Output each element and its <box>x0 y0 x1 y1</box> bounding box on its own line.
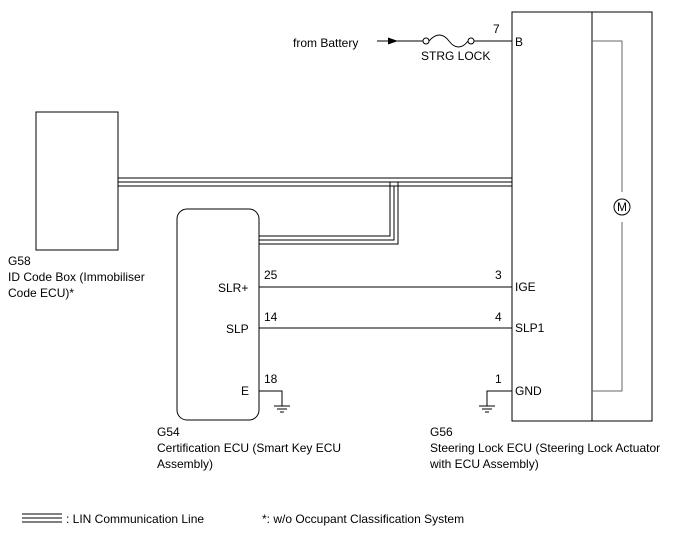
pin-name-slp1: SLP1 <box>515 321 545 335</box>
motor-circuit: M <box>592 40 631 392</box>
ground-gnd: 1 <box>479 372 512 413</box>
ecu-g54-certification-ecu: SLR+ SLP E G54 Certification ECU (Smart … <box>157 208 341 471</box>
motor-label: M <box>617 200 627 214</box>
legend-footnote: *: w/o Occupant Classification System <box>262 512 464 526</box>
lin-communication-line <box>118 177 512 245</box>
battery-feed: from Battery STRG LOCK 7 <box>293 22 512 63</box>
from-battery-label: from Battery <box>293 36 358 50</box>
pin-number-3: 3 <box>495 268 502 282</box>
pin-number-14: 14 <box>264 310 278 324</box>
motor-icon <box>613 198 631 216</box>
ecu-g58-name-line1: ID Code Box (Immobiliser <box>8 270 145 284</box>
pin-number-7: 7 <box>493 22 500 36</box>
ecu-g58-code: G58 <box>8 254 31 268</box>
legend: : LIN Communication Line *: w/o Occupant… <box>22 512 464 526</box>
pin-name-gnd: GND <box>515 384 542 398</box>
ecu-g56-steering-lock-ecu: B IGE SLP1 GND G56 Steering Lock ECU (St… <box>429 11 660 471</box>
ground-e: 18 <box>259 372 290 413</box>
ecu-g54-name-line2: Assembly) <box>157 457 213 471</box>
pin-name-b: B <box>515 35 523 49</box>
ecu-g56-name-line2: with ECU Assembly) <box>429 457 539 471</box>
ecu-g58-id-code-box: G58 ID Code Box (Immobiliser Code ECU)* <box>8 111 145 300</box>
ecu-g58-name-line2: Code ECU)* <box>8 286 74 300</box>
pin-name-slr-plus: SLR+ <box>218 281 248 295</box>
ecu-g54-code: G54 <box>157 425 180 439</box>
arrow-icon <box>388 37 398 45</box>
pin-name-e: E <box>241 384 249 398</box>
ecu-g54-name-line1: Certification ECU (Smart Key ECU <box>157 441 341 455</box>
pin-number-25: 25 <box>264 268 278 282</box>
pin-name-ige: IGE <box>515 280 536 294</box>
fuse-symbol <box>422 34 475 48</box>
ecu-g56-code: G56 <box>430 425 453 439</box>
legend-lin-label: : LIN Communication Line <box>66 512 204 526</box>
wire-slp-slp1: 14 4 <box>259 310 512 329</box>
ecu-g56-name-line1: Steering Lock ECU (Steering Lock Actuato… <box>430 441 660 455</box>
pin-number-1: 1 <box>495 372 502 386</box>
pin-number-18: 18 <box>264 372 278 386</box>
fuse-label: STRG LOCK <box>421 49 490 63</box>
pin-number-4: 4 <box>495 310 502 324</box>
pin-name-slp: SLP <box>226 322 249 336</box>
wire-slr-plus-ige: 25 3 <box>259 268 512 288</box>
